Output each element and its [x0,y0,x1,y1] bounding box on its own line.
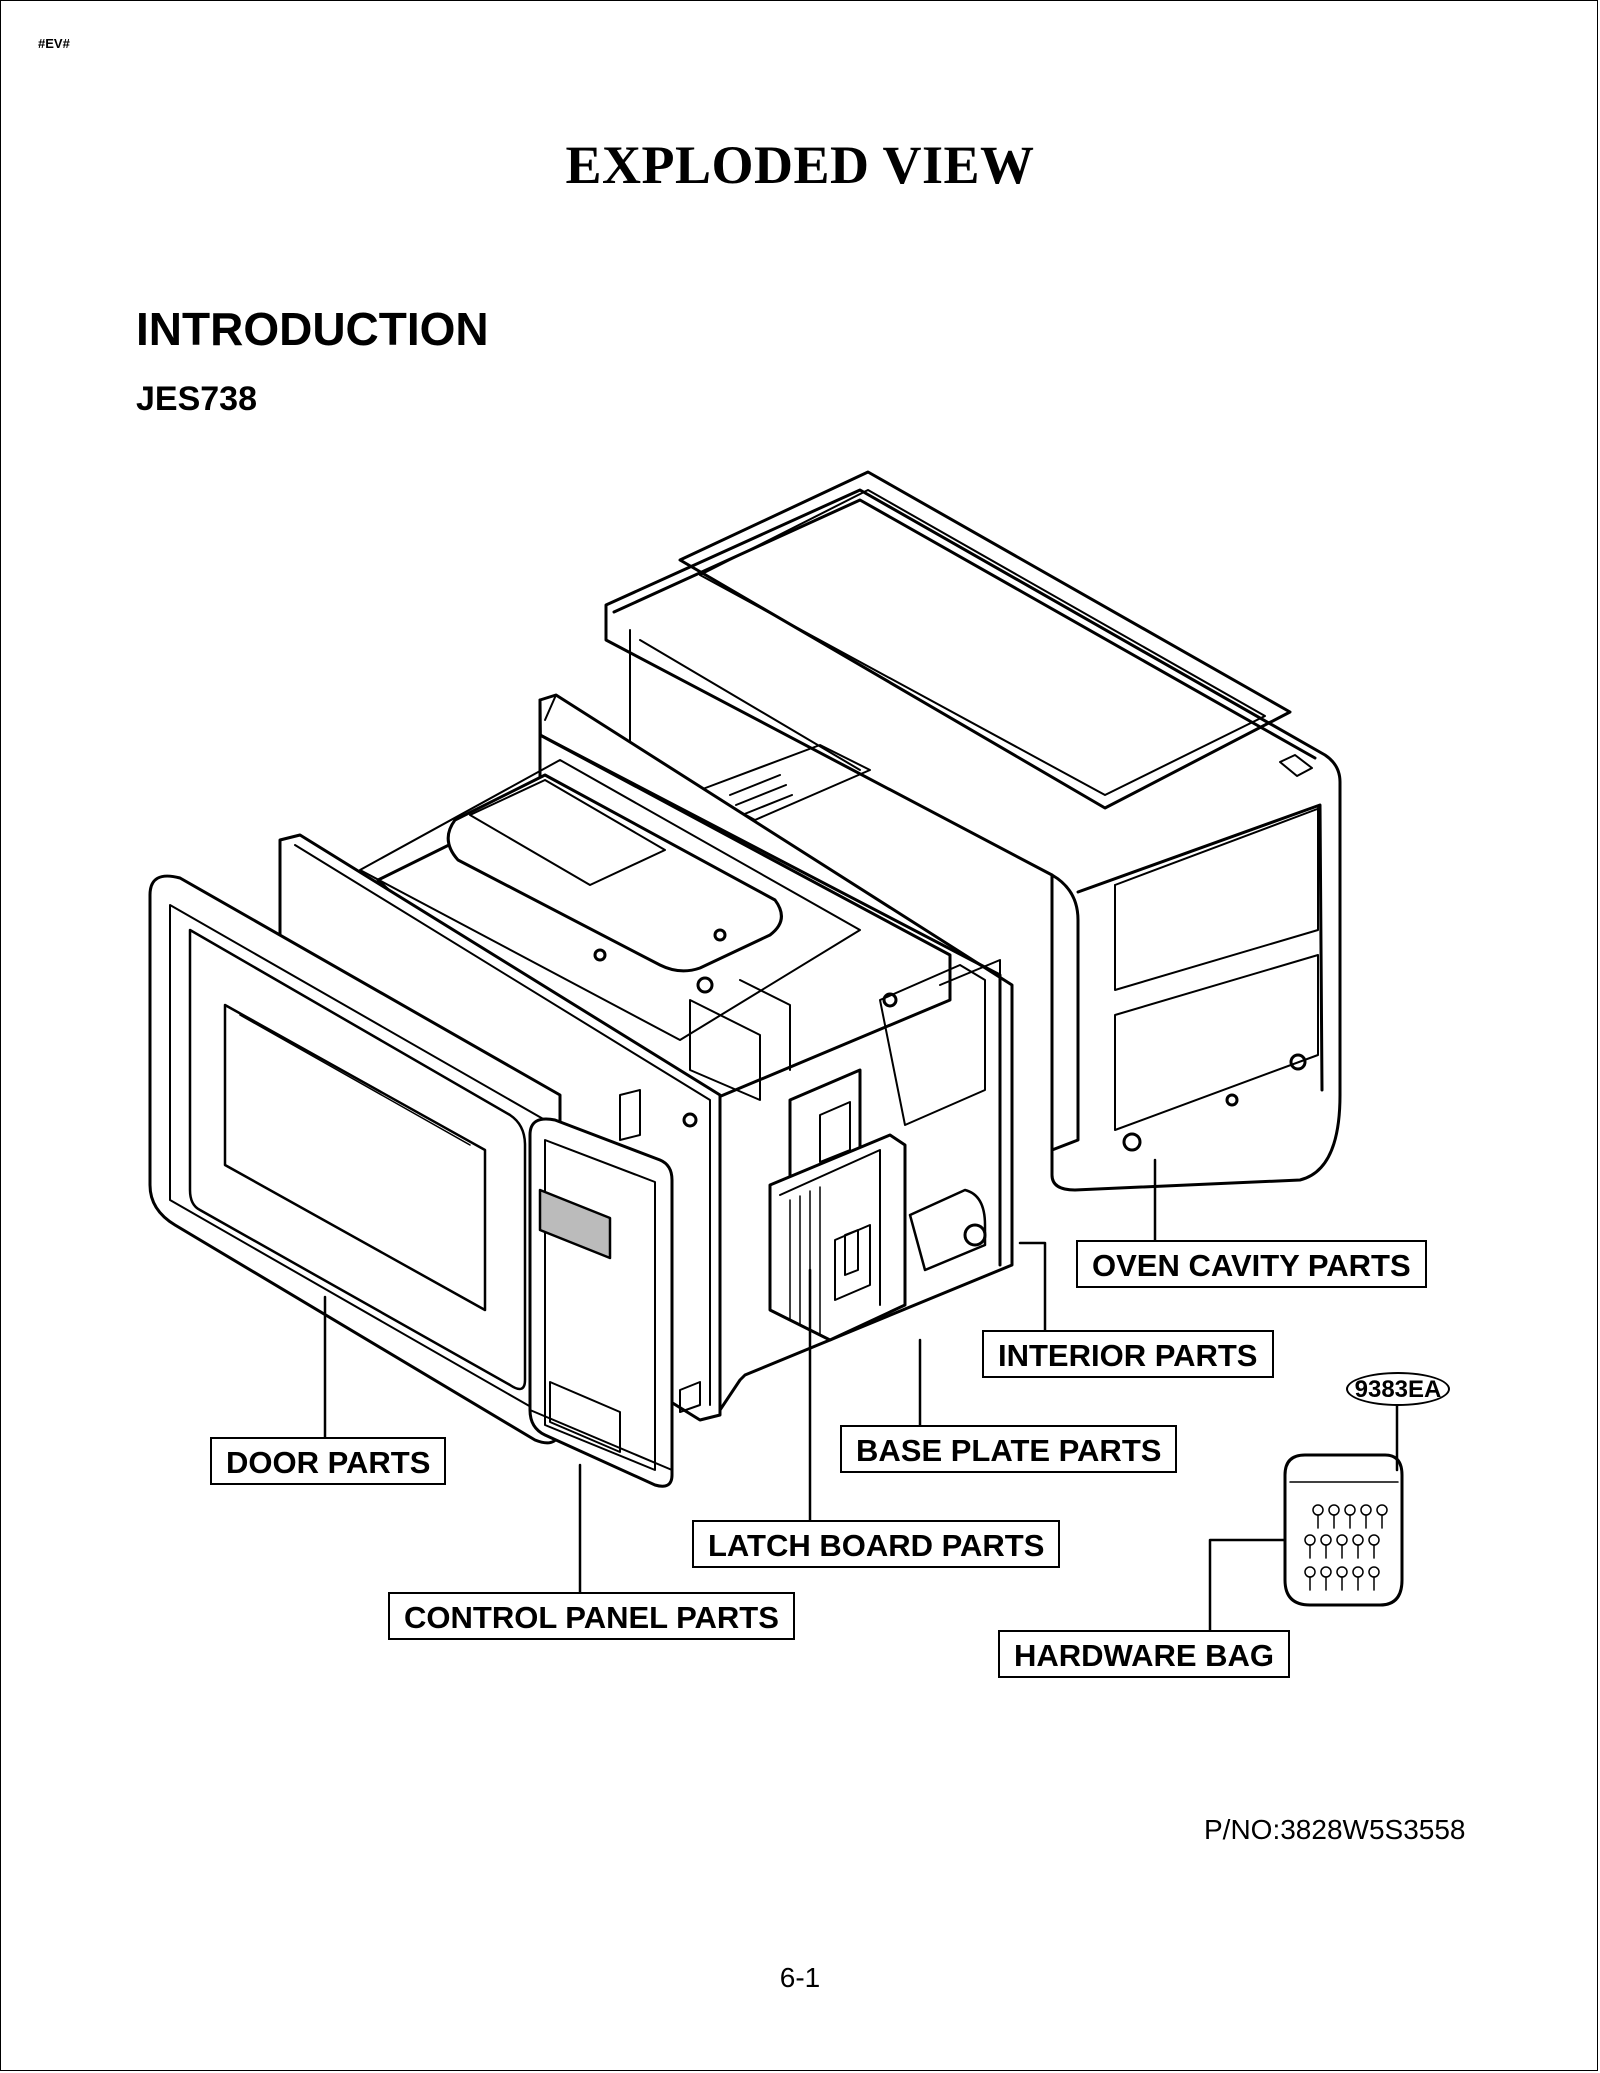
door-drawing [148,874,562,1445]
callout-base-plate-parts: BASE PLATE PARTS [840,1425,1178,1473]
page-title: EXPLODED VIEW [565,135,1035,195]
callout-oven-cavity-parts: OVEN CAVITY PARTS [1076,1240,1427,1288]
callout-hardware-bag: HARDWARE BAG [998,1630,1291,1678]
part-number: P/NO:3828W5S3558 [1204,1814,1466,1845]
callout-control-panel-parts: CONTROL PANEL PARTS [388,1592,795,1640]
hardware-bag-drawing [1283,1453,1404,1607]
leader-lines [323,1158,1399,1632]
model-number: JES738 [136,380,257,418]
callout-interior-parts: INTERIOR PARTS [982,1330,1274,1378]
leader-interior [1018,1241,1047,1332]
callout-door-parts: DOOR PARTS [210,1437,447,1485]
hardware-code-badge: 9383EA [1346,1372,1450,1406]
section-heading: INTRODUCTION [136,303,489,355]
control-panel-drawing [528,1117,674,1488]
page-number: 6-1 [779,1962,821,1993]
callout-latch-board-parts: LATCH BOARD PARTS [692,1520,1061,1568]
leader-hardware-bag [1208,1538,1287,1632]
document-code: #EV# [38,36,70,51]
screws [1304,1504,1388,1591]
